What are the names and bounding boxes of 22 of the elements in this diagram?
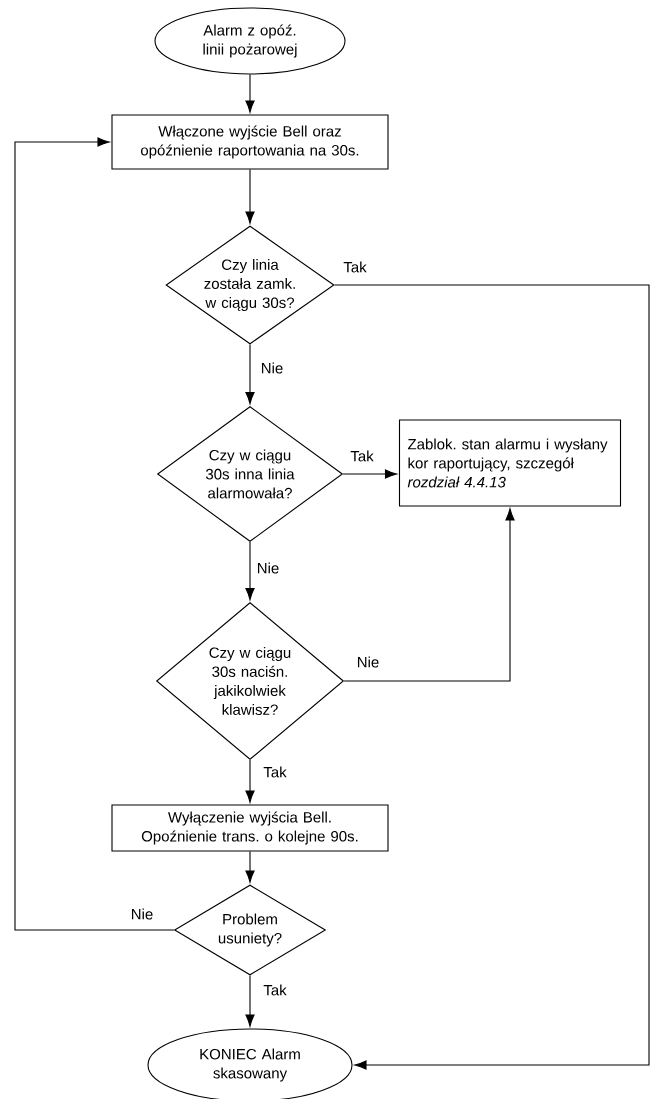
process-box: Zablok. stan alarmu i wysłany kor raportujący, szczegół rozdział 4.4.13 (398, 419, 622, 507)
edge-label: Nie (355, 655, 381, 669)
arrow (245, 74, 255, 113)
arrow (343, 508, 515, 682)
edge-label: Nie (255, 561, 281, 575)
arrow (334, 284, 650, 1070)
arrow (342, 469, 398, 479)
process-box: Wyłączenie wyjścia Bell. Opoźnienie trans. o kolejne 90s. (111, 804, 389, 852)
arrow (245, 169, 255, 224)
edge-label: Tak (342, 260, 368, 274)
edge-label: Tak (349, 449, 375, 463)
process-box: Włączone wyjście Bell oraz opóźnienie raportowania na 30s. (111, 114, 389, 170)
arrow (245, 975, 255, 1027)
arrow (245, 851, 255, 883)
arrow (245, 759, 255, 803)
edge-label: Nie (129, 907, 155, 921)
edge-label: Tak (262, 983, 288, 997)
arrow (245, 344, 255, 405)
edge-label: Nie (259, 361, 285, 375)
arrow (14, 137, 175, 931)
edge-label: Tak (262, 765, 288, 779)
arrow (245, 541, 255, 601)
